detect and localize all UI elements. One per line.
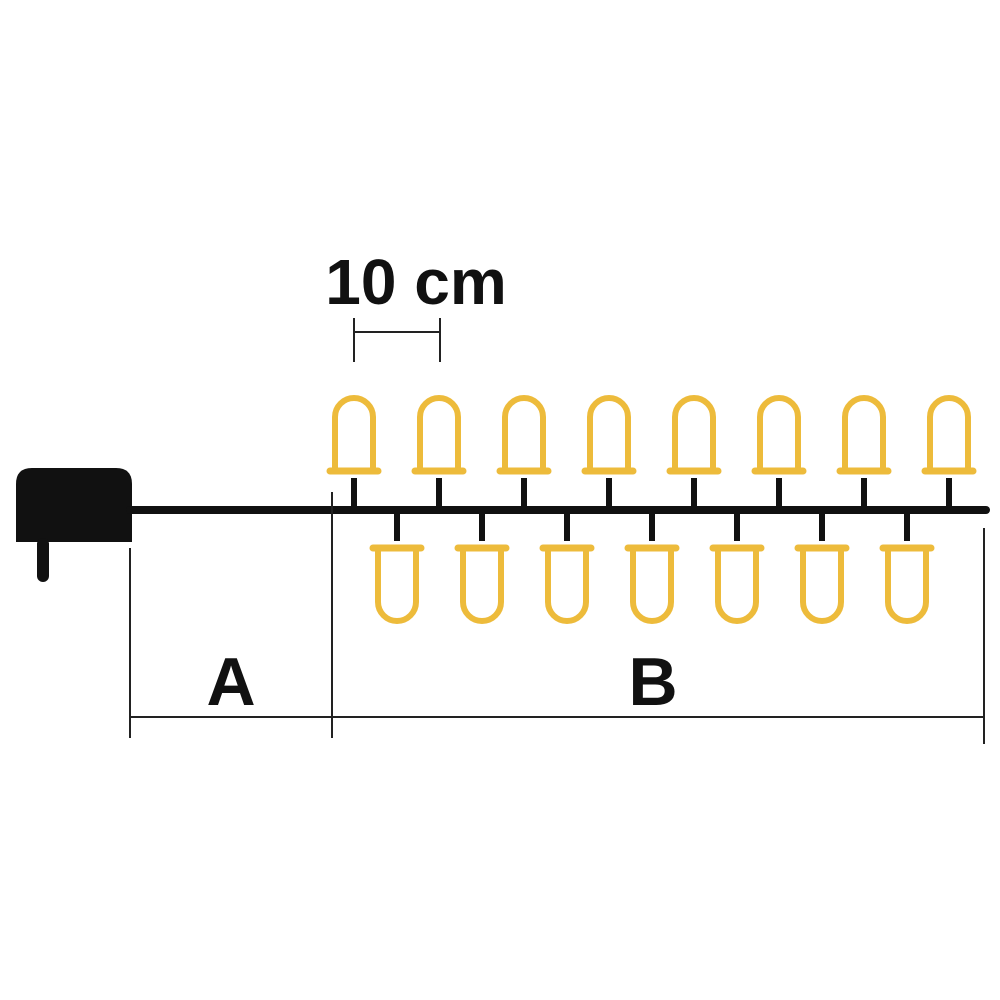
bulb <box>369 510 425 624</box>
bulb <box>666 395 722 510</box>
led-bulb-icon <box>757 395 801 468</box>
power-adapter <box>16 468 132 582</box>
spacing-label: 10 cm <box>325 246 506 318</box>
led-bulb-icon <box>502 395 546 468</box>
led-bulb-icon <box>545 551 589 624</box>
bulb <box>836 395 892 510</box>
bulb <box>496 395 552 510</box>
bulb <box>581 395 637 510</box>
led-bulb-icon <box>332 395 376 468</box>
led-bulb-icon <box>842 395 886 468</box>
led-bulb-icon <box>375 551 419 624</box>
bulb <box>921 395 977 510</box>
bulb <box>411 395 467 510</box>
bulb <box>879 510 935 624</box>
label-b: B <box>628 644 677 720</box>
lower-bulb-row <box>369 510 935 624</box>
plug-pin <box>37 538 49 582</box>
led-bulb-icon <box>630 551 674 624</box>
length-dimensions: A B <box>129 492 985 744</box>
led-bulb-icon <box>417 395 461 468</box>
bulb <box>539 510 595 624</box>
led-bulb-icon <box>927 395 971 468</box>
led-bulb-icon <box>460 551 504 624</box>
bulb <box>794 510 850 624</box>
bulb <box>751 395 807 510</box>
led-bulb-icon <box>587 395 631 468</box>
led-bulb-icon <box>672 395 716 468</box>
bulb <box>326 395 382 510</box>
spacing-dimension: 10 cm <box>325 246 507 362</box>
upper-bulb-row <box>326 395 977 510</box>
bulb <box>709 510 765 624</box>
led-bulb-icon <box>715 551 759 624</box>
led-bulb-icon <box>885 551 929 624</box>
plug-icon <box>16 468 132 542</box>
led-bulb-icon <box>800 551 844 624</box>
bulb <box>624 510 680 624</box>
bulb <box>454 510 510 624</box>
label-a: A <box>206 644 255 720</box>
